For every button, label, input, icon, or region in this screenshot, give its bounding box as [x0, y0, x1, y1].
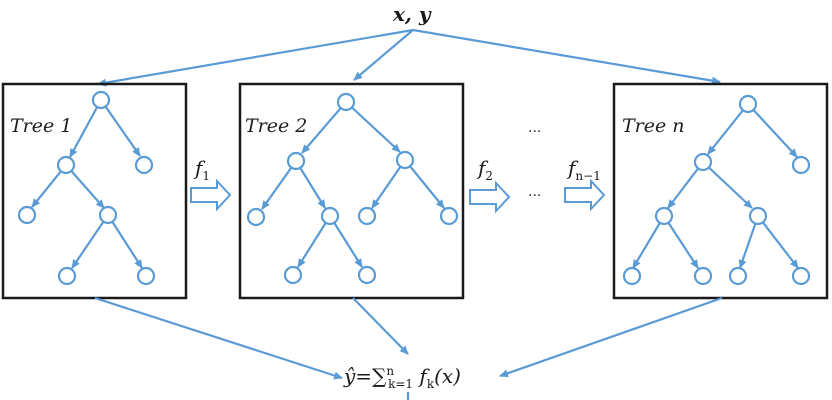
f-symbol: f [478, 156, 486, 180]
formula-lhs: ŷ= [344, 364, 373, 388]
output-arrow-tree-1 [94, 296, 343, 380]
block-arrow-icon [190, 178, 232, 212]
tree-leaf [728, 266, 748, 286]
tree-edge [329, 215, 363, 268]
tree-edge [100, 99, 141, 157]
tree-leaf [57, 266, 77, 286]
tree-node [286, 151, 306, 171]
tree-leaf [693, 266, 713, 286]
tree-edge [261, 160, 297, 210]
tree-2-title: Tree 2 [245, 115, 308, 137]
tree-edge [71, 214, 109, 269]
tree-edge [757, 215, 799, 269]
tree-edge [65, 164, 105, 209]
f-index: 2 [485, 169, 494, 183]
tree-n-title: Tree n [622, 115, 685, 137]
ellipsis-middle: ... [528, 184, 542, 200]
tree-node [320, 206, 340, 226]
block-arrow-icon [469, 180, 511, 214]
f-index: n−1 [575, 169, 601, 183]
tree-edge [707, 103, 749, 155]
tree-leaf [17, 205, 37, 225]
input-arrows [97, 28, 721, 87]
tree-edge [667, 161, 704, 209]
transition-label-2: f2 [478, 156, 493, 183]
f-symbol: f [195, 156, 203, 180]
tree-node [56, 155, 76, 175]
tree-1-box [1, 82, 188, 300]
sum-symbol: ∑ [372, 364, 387, 388]
tree-edge [107, 214, 143, 269]
tree-edge [69, 99, 102, 158]
tree-node [654, 206, 674, 226]
tree-leaf [136, 266, 156, 286]
tree-node [395, 150, 415, 170]
tree-n-structure [622, 94, 811, 286]
tree-edge [301, 101, 347, 154]
tree-edge [404, 159, 445, 209]
tree-edge [371, 159, 406, 209]
tree-2-box [238, 82, 465, 300]
f-index: 1 [202, 169, 211, 183]
tree-edge [297, 215, 331, 268]
input-label: x, y [393, 2, 431, 26]
tree-leaf [246, 207, 266, 227]
transition-label-n-1: fn−1 [568, 156, 601, 183]
tree-edge [702, 161, 753, 209]
tree-leaf [134, 155, 154, 175]
tree-edge [632, 215, 665, 269]
formula-term-index: k [426, 377, 435, 391]
sum-upper: n [386, 364, 395, 379]
tree-1-title: Tree 1 [10, 115, 73, 137]
tree-leaf [791, 155, 811, 175]
tree-leaf [622, 266, 642, 286]
block-arrow-icon [564, 178, 606, 212]
f-symbol: f [568, 156, 576, 180]
tree-node [738, 94, 758, 114]
tree-node [693, 152, 713, 172]
tree-leaf [357, 265, 377, 285]
input-arrow-tree-n [412, 28, 721, 85]
tree-node [98, 205, 118, 225]
tree-leaf [283, 265, 303, 285]
input-arrow-tree-1 [97, 28, 414, 87]
tree-leaf [791, 266, 811, 286]
transition-arrows [190, 178, 606, 214]
transition-label-1: f1 [195, 156, 210, 183]
tree-edge [295, 160, 326, 209]
tree-edge [345, 101, 401, 153]
tree-node [91, 90, 111, 110]
ellipsis-top: ... [528, 120, 542, 136]
output-arrow-tree-n [499, 296, 723, 378]
tree-node [336, 92, 356, 112]
tree-leaf [357, 206, 377, 226]
sum-lower: k=1 [388, 377, 414, 391]
formula-term: f [419, 364, 427, 388]
tree-edge [738, 215, 760, 269]
tree-edge [747, 103, 798, 158]
formula-argument: (x) [434, 364, 461, 388]
tree-node [748, 206, 768, 226]
output-arrows [94, 296, 723, 400]
input-arrow-tree-2 [353, 29, 414, 81]
tree-2-structure [246, 92, 459, 285]
tree-1-structure [17, 90, 156, 286]
tree-leaf [439, 206, 459, 226]
output-arrow-tree-2 [352, 297, 409, 355]
tree-edge [663, 215, 699, 269]
output-formula: ŷ=∑nk=1 fk(x) [344, 364, 461, 391]
